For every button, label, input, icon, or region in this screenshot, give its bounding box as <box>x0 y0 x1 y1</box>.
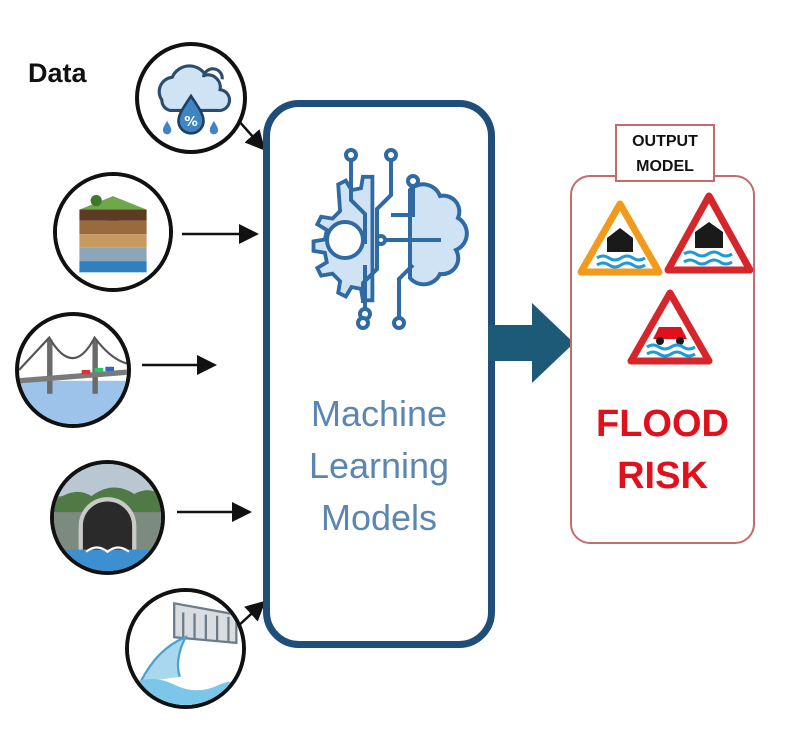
flood-risk-label: FLOOD RISK <box>596 403 729 497</box>
data-label: Data <box>28 58 87 88</box>
flood-warning-red-icon <box>664 192 754 274</box>
soil-layers-icon <box>53 172 173 292</box>
dam-spillway-icon <box>125 588 246 709</box>
machine-learning-models-label: Machine Learning Models <box>308 393 450 538</box>
tunnel-icon <box>50 460 165 575</box>
flood-warning-car-icon <box>627 289 713 365</box>
machine-learning-box <box>263 100 495 648</box>
flood-warning-orange-icon <box>577 200 663 276</box>
svg-text:%: % <box>184 114 198 130</box>
connector-dam <box>236 600 266 628</box>
ai-gear-brain-icon <box>311 148 469 330</box>
weather-rain-icon: % <box>135 42 247 154</box>
bridge-icon <box>15 312 131 428</box>
output-arrow-icon <box>488 303 574 383</box>
connector-weather <box>237 119 266 151</box>
output-model-tag: OUTPUT MODEL <box>615 124 715 182</box>
